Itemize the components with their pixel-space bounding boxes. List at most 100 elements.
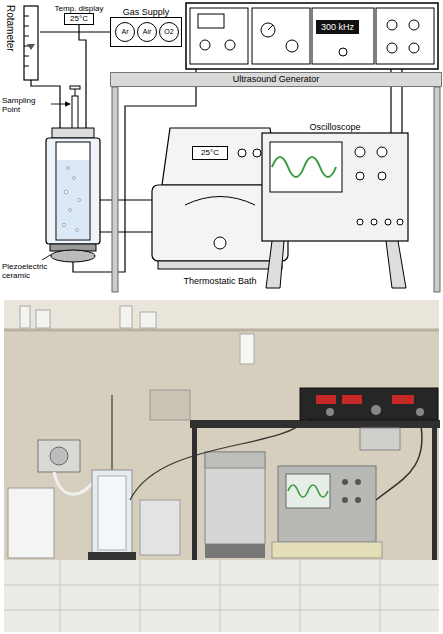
generator-housing [186, 3, 438, 69]
lab-photo [342, 479, 348, 485]
lab-photo [371, 405, 381, 415]
lab-photo [140, 560, 141, 632]
lab-photo [342, 497, 348, 503]
generator-housing [198, 14, 224, 28]
generator-housing [268, 25, 273, 30]
lab-photo [111, 395, 113, 470]
thermostatic-bath-body [158, 261, 282, 269]
lab-photo [36, 310, 50, 328]
gas-supply-panel: Gas SupplyArAirO2 [110, 17, 182, 47]
lab-photo [355, 479, 361, 485]
lab-photo [326, 408, 334, 416]
lab-photo [288, 485, 328, 497]
generator-housing [190, 8, 248, 64]
gas-gauge: O2 [159, 22, 179, 42]
lab-photo [190, 420, 440, 428]
box-label: O2 [164, 28, 173, 36]
lab-photo [355, 497, 361, 503]
table-leg [434, 87, 440, 292]
callout-label: Piezoelectric ceramic [2, 262, 66, 280]
callout-label: Sampling Point [2, 96, 50, 114]
lab-photo [130, 420, 306, 500]
generator-housing [200, 40, 210, 50]
oscilloscope-body [356, 172, 364, 180]
oscilloscope-body [371, 219, 377, 225]
lab-photo [50, 447, 68, 465]
thermostatic-bath: Thermostatic Bath25°C [152, 128, 288, 274]
oscilloscope-body [386, 241, 406, 288]
lab-photo [272, 542, 382, 558]
reactor-vessel [67, 167, 70, 170]
generator-housing [312, 8, 374, 64]
lab-photo [54, 472, 95, 494]
heading-label: Oscilloscope [309, 122, 360, 132]
table-leg [112, 87, 118, 292]
lab-photo [38, 440, 80, 472]
box-label: Rotameter [4, 5, 16, 52]
lab-photo [120, 306, 132, 328]
oscilloscope-body [385, 219, 391, 225]
oscilloscope-body [262, 133, 408, 241]
lab-photo [300, 388, 438, 420]
reactor-vessel [46, 128, 100, 244]
oscilloscope-body [266, 241, 284, 288]
generator-housing [376, 8, 434, 64]
lab-photo [4, 329, 439, 332]
lab-photo [4, 560, 439, 632]
lab-photo [4, 300, 439, 632]
lab-photo [240, 334, 254, 364]
lab-photo [300, 560, 301, 632]
lab-photo [4, 300, 439, 330]
leader-line [42, 104, 70, 260]
thermostatic-bath-body [253, 149, 261, 157]
rotameter-tube [24, 36, 29, 37]
rotameter-tube [24, 26, 29, 27]
lab-photo [416, 408, 424, 416]
sampling-syringe [75, 89, 76, 96]
generator-housing [286, 40, 298, 52]
lab-photo [140, 500, 180, 555]
oscilloscope-body [378, 172, 386, 180]
generator-housing [409, 43, 419, 53]
lab-photo [392, 395, 414, 404]
box-label: Ar [122, 28, 129, 36]
bath-tubing [100, 200, 152, 232]
generator-housing [387, 20, 397, 30]
reactor-vessel [64, 190, 68, 194]
rotameter-tube [24, 6, 38, 80]
lab-photo [8, 488, 54, 558]
reactor-vessel [73, 177, 76, 180]
rotameter: Rotameter [4, 4, 40, 80]
lab-photo [92, 470, 132, 555]
generator-housing [339, 48, 347, 56]
reactor-vessel [52, 128, 94, 138]
lab-photo [342, 395, 362, 404]
piezoelectric-transducer [51, 250, 95, 262]
thermostatic-bath-body [162, 128, 278, 185]
box-label: 25°C [201, 148, 219, 157]
rotameter-tube [24, 6, 38, 80]
reactor-vessel [56, 142, 90, 240]
lab-photo [205, 452, 265, 544]
generator-housing [186, 3, 438, 69]
oscilloscope: Oscilloscope [262, 133, 408, 241]
reactor-vessel [57, 160, 89, 239]
sampling-syringe [70, 86, 80, 130]
bath-display: 25°C [192, 146, 228, 160]
reactor-vessel [62, 223, 65, 226]
lab-photo [205, 452, 265, 468]
rotameter-tube [24, 66, 29, 67]
generator-housing [261, 23, 275, 37]
lab-photo [60, 560, 61, 632]
rotameter-tube [24, 16, 29, 17]
connector-line [40, 31, 110, 32]
lab-photo [150, 390, 190, 420]
table-shelf-band: Ultrasound Generator [110, 72, 442, 87]
display-readout: 300 kHz [316, 20, 359, 34]
generator-housing [225, 40, 235, 50]
rotameter-tube [24, 56, 29, 57]
reactor-vessel [46, 138, 100, 244]
